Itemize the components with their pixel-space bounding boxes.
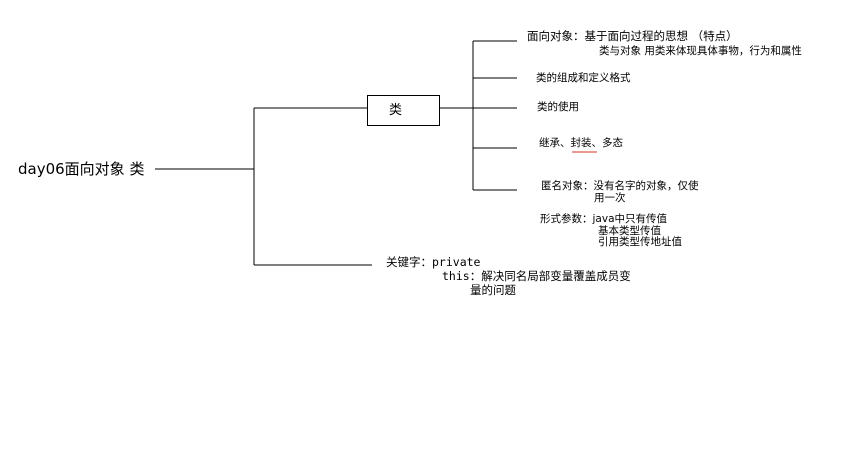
usage-label: 类的使用 [537, 101, 579, 113]
root-node-label: day06面向对象 类 [18, 160, 145, 178]
oop-title: 面向对象：基于面向过程的思想 （特点） [527, 29, 738, 43]
keyword-this: this： [442, 269, 482, 283]
class-node-box [367, 95, 440, 126]
anonymous-object-cont: 用一次 [594, 192, 626, 204]
formal-params-reference: 引用类型传地址值 [598, 236, 682, 248]
polymorphism-label: 、多态 [591, 137, 624, 149]
this-description-cont: 量的问题 [470, 283, 516, 297]
composition-label: 类的组成和定义格式 [536, 72, 631, 84]
class-node-label: 类 [389, 103, 403, 118]
formal-params-title: 形式参数：java中只有传值 [540, 213, 667, 225]
this-description: 解决同名局部变量覆盖成员变 [481, 269, 631, 283]
keyword-prefix: 关键字： [386, 255, 432, 269]
inheritance-line: 继承、封装、多态 [539, 138, 623, 149]
formal-params-primitive: 基本类型传值 [598, 225, 661, 237]
keyword-private: private [432, 255, 481, 269]
encapsulation-label: 封装 [570, 137, 592, 149]
oop-detail: 类与对象 用类来体现具体事物，行为和属性 [599, 45, 802, 57]
keyword-line: 关键字：private [386, 255, 481, 269]
this-line: this：解决同名局部变量覆盖成员变 [442, 269, 631, 283]
anonymous-object-title: 匿名对象：没有名字的对象，仅使 [541, 180, 699, 192]
inheritance-label: 继承、 [539, 137, 571, 149]
